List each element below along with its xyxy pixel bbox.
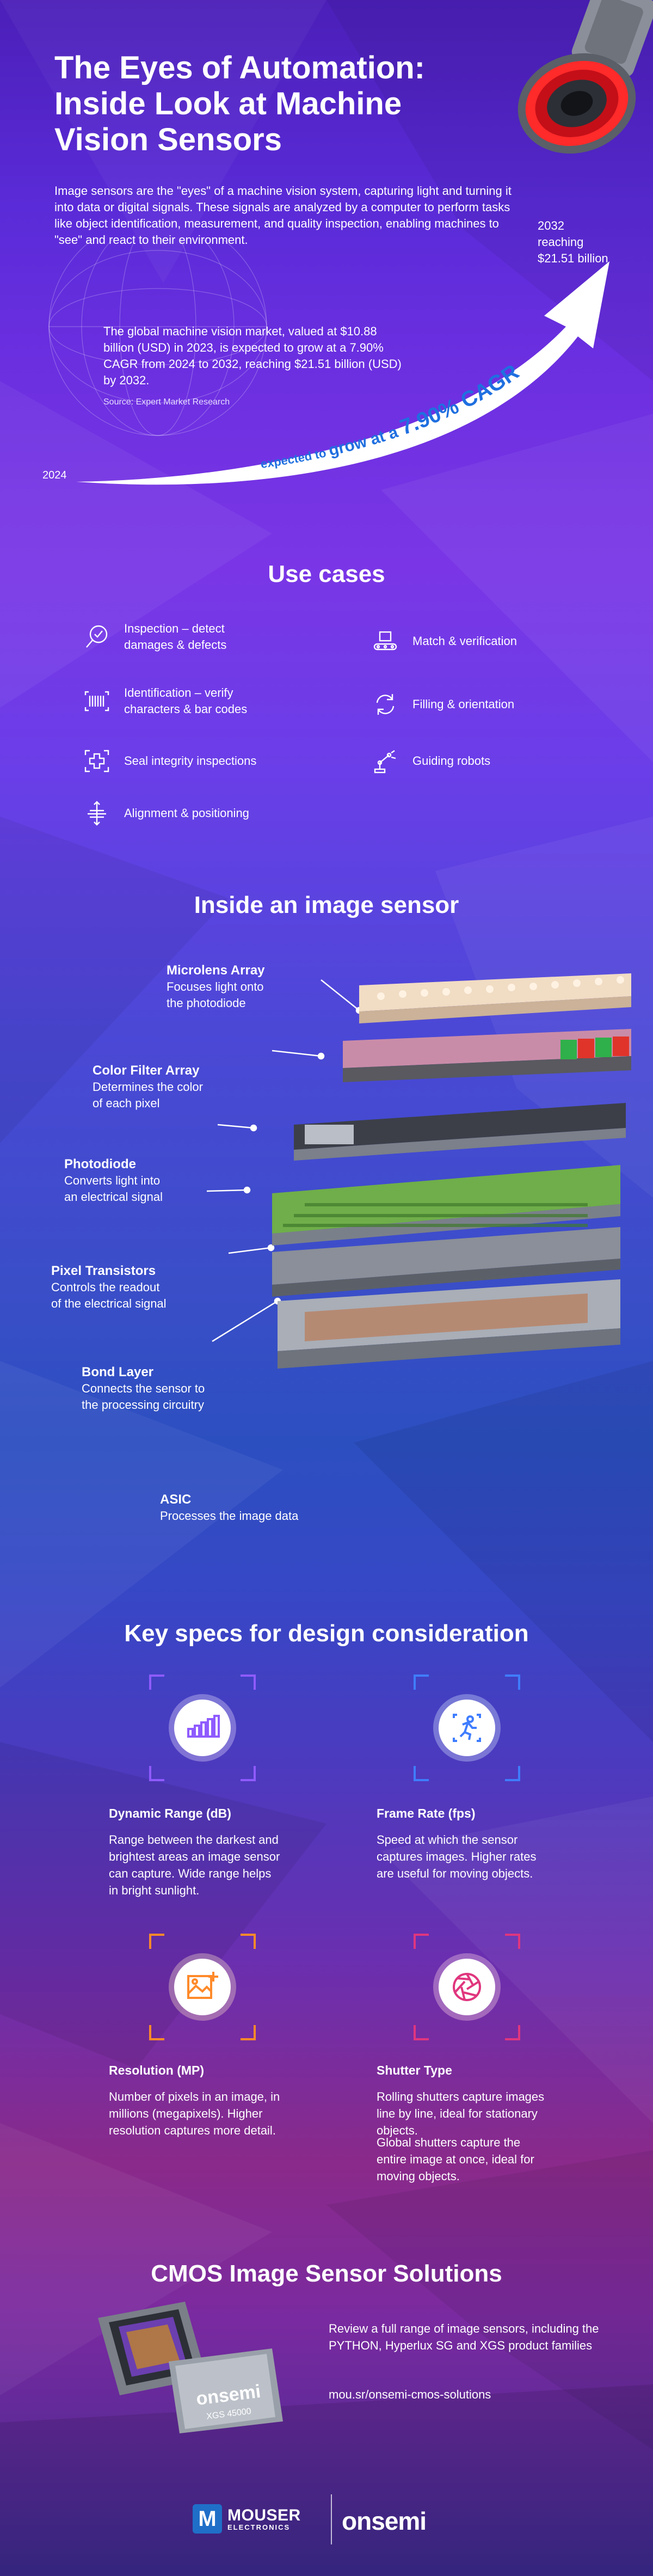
color-filter-layer (343, 1029, 631, 1082)
footer: M MOUSER ELECTRONICS onsemi (0, 2482, 653, 2559)
conveyor-icon (370, 626, 401, 657)
layer-desc: Processes the image data (160, 1509, 299, 1523)
specs-section-title: Key specs for design consideration (124, 1620, 529, 1647)
layer-label-asic: ASIC Processes the image data (160, 1492, 345, 1524)
ring-light-illustration (518, 0, 653, 154)
title-line: Inside Look at Machine (54, 86, 402, 121)
mouser-sub: ELECTRONICS (227, 2523, 291, 2531)
image-add-icon (149, 1934, 256, 2040)
onsemi-logo[interactable]: onsemi (342, 2507, 427, 2535)
spec-description: Rolling shutters capture images line by … (377, 2090, 545, 2137)
mouser-logo-mark: M (193, 2504, 222, 2534)
layer-desc: Converts light into (64, 1174, 161, 1187)
photodiode-layer (294, 1103, 626, 1161)
use-case-label: Alignment & positioning (124, 806, 249, 820)
layer-desc: an electrical signal (64, 1190, 163, 1204)
stat-2032: 2032 reaching $21.51 billion (538, 218, 641, 267)
sensor-section-title: Inside an image sensor (194, 892, 459, 918)
layer-desc: Connects the sensor to (82, 1382, 205, 1395)
source-citation: Source: Expert Market Research (103, 397, 230, 407)
layer-name: Color Filter Array (93, 1063, 200, 1078)
microlens-layer (359, 973, 631, 1023)
spec-description: Range between the darkest and brightest … (109, 1833, 280, 1897)
use-case-label: Guiding robots (412, 754, 491, 768)
title-line: Vision Sensors (54, 122, 282, 157)
growth-arrow-graphic: expected to grow at a 7.90% CAGR (48, 240, 609, 485)
use-case-label: Identification – verify (124, 686, 233, 700)
page-title: The Eyes of Automation: Inside Look at M… (54, 50, 468, 158)
robot-arm-icon (370, 746, 401, 776)
use-case-label: characters & bar codes (124, 702, 248, 716)
spec-title: Dynamic Range (dB) (109, 1806, 231, 1820)
layer-name: Pixel Transistors (51, 1264, 156, 1278)
use-case-item: Identification – verify characters & bar … (82, 685, 247, 717)
layer-name: Photodiode (64, 1157, 136, 1172)
cmos-link[interactable]: mou.sr/onsemi-cmos-solutions (329, 2388, 491, 2401)
dynamic-range-icon (149, 1675, 256, 1781)
layer-desc: the photodiode (167, 996, 246, 1010)
mouser-logo-text: MOUSER ELECTRONICS (227, 2507, 301, 2531)
use-case-item: Filling & orientation (370, 689, 514, 720)
use-case-item: Match & verification (370, 626, 517, 657)
use-cases-title: Use cases (268, 561, 385, 587)
chip-back (169, 2348, 283, 2433)
footer-divider (331, 2494, 332, 2544)
barcode-icon (82, 686, 112, 716)
layer-label-photodiode: Photodiode Converts light into an electr… (64, 1156, 249, 1205)
layer-name: Bond Layer (82, 1365, 154, 1379)
globe-wireframe (48, 240, 267, 436)
layer-name: Microlens Array (167, 963, 265, 978)
layer-label-bond: Bond Layer Connects the sensor to the pr… (82, 1364, 267, 1413)
layer-desc: the processing circuitry (82, 1398, 204, 1412)
inspection-icon (82, 622, 112, 652)
title-line: The Eyes of Automation: (54, 50, 425, 85)
stat-line: reaching (538, 235, 584, 249)
use-case-item: Inspection – detect damages & defects (82, 621, 226, 653)
spec-title: Resolution (MP) (109, 2063, 205, 2077)
layer-desc: Focuses light onto (167, 980, 264, 993)
layer-desc: of each pixel (93, 1096, 160, 1110)
cmos-description: Review a full range of image sensors, in… (329, 2322, 599, 2352)
stat-year: 2032 (538, 219, 564, 232)
pixel-transistors-layer (272, 1165, 620, 1246)
cmos-chip-illustration: onsemi XGS 45000 (98, 2302, 283, 2433)
rotate-icon (370, 689, 401, 720)
spec-description: Global shutters capture the entire image… (377, 2136, 534, 2183)
intro-paragraph: Image sensors are the "eyes" of a machin… (54, 184, 512, 247)
layer-label-pixel-transistors: Pixel Transistors Controls the readout o… (51, 1263, 236, 1312)
use-case-label: damages & defects (124, 638, 227, 652)
use-case-item: Alignment & positioning (82, 798, 249, 829)
layer-desc: Determines the color (93, 1080, 203, 1094)
layer-name: ASIC (160, 1492, 192, 1507)
spec-description: Number of pixels in an image, in million… (109, 2090, 280, 2137)
seal-icon (82, 746, 112, 776)
stat-value: $21.51 billion (538, 252, 608, 265)
alignment-icon (82, 798, 112, 829)
running-person-icon (414, 1675, 520, 1781)
use-case-label: Match & verification (412, 634, 517, 648)
use-case-label: Filling & orientation (412, 697, 515, 711)
spec-title: Shutter Type (377, 2063, 452, 2077)
layer-label-microlens: Microlens Array Focuses light onto the p… (167, 962, 352, 1011)
use-case-label: Seal integrity inspections (124, 754, 257, 768)
aperture-icon (414, 1934, 520, 2040)
market-paragraph: The global machine vision market, valued… (103, 324, 402, 387)
layer-desc: Controls the readout (51, 1280, 160, 1294)
use-case-label: Inspection – detect (124, 622, 225, 635)
spec-description: Speed at which the sensor captures image… (377, 1833, 537, 1880)
layer-desc: of the electrical signal (51, 1297, 167, 1310)
bond-layer (272, 1227, 620, 1297)
year-2024-label: 2024 (42, 469, 67, 481)
sensor-layers-illustration (206, 973, 631, 1369)
layer-label-color-filter: Color Filter Array Determines the color … (93, 1063, 278, 1112)
use-case-item: Guiding robots (370, 746, 490, 776)
mouser-logo[interactable]: M MOUSER ELECTRONICS (193, 2504, 301, 2534)
cmos-section-title: CMOS Image Sensor Solutions (151, 2260, 502, 2287)
mouser-word: MOUSER (227, 2506, 301, 2524)
spec-title: Frame Rate (fps) (377, 1806, 476, 1820)
use-case-item: Seal integrity inspections (82, 746, 256, 776)
asic-layer (278, 1279, 620, 1369)
